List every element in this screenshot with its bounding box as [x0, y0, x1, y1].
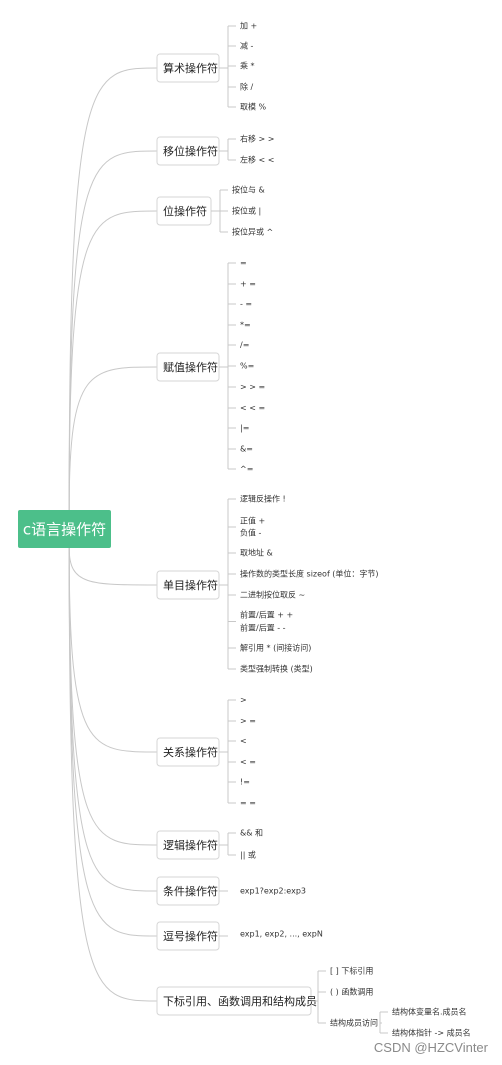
- leaf-label: exp1, exp2, ..., expN: [240, 930, 323, 939]
- leaf-label: > =: [240, 717, 256, 726]
- branch-label: 逗号操作符: [163, 929, 218, 943]
- branch-connector: [68, 67, 158, 511]
- leaf-label: && 和: [240, 829, 263, 838]
- sub-leaf-label: 结构体变量名.成员名: [392, 1007, 467, 1017]
- leaf-label: - =: [240, 300, 252, 309]
- leaf-label: 取地址 &: [240, 548, 273, 558]
- branch-connector: [68, 547, 158, 846]
- leaf-label: 右移 > >: [240, 134, 275, 144]
- branch-2: 位操作符 按位与 & 按位或 | 按位异或 ^: [68, 185, 273, 511]
- leaf-label-sub: 结构成员访问: [330, 1018, 378, 1028]
- branch-5: 关系操作符 > > = < < = != = =: [68, 547, 256, 808]
- leaf-label: [ ] 下标引用: [330, 966, 373, 976]
- leaf-label: 解引用 * (间接访问): [240, 643, 311, 653]
- root-label: c语言操作符: [23, 521, 106, 539]
- leaf-label: < < =: [240, 404, 265, 413]
- branch-connector: [68, 547, 158, 753]
- leaf-label: =: [240, 259, 247, 268]
- branch-connector: [68, 547, 158, 937]
- leaf-label: /=: [240, 341, 249, 350]
- branch-connector: [68, 210, 158, 511]
- leaf-label: + =: [240, 280, 256, 289]
- branch-1: 移位操作符 右移 > > 左移 < <: [68, 134, 275, 511]
- branch-label: 移位操作符: [163, 144, 218, 158]
- leaf-label: !=: [240, 778, 250, 787]
- leaf-label: ( ) 函数调用: [330, 987, 373, 997]
- branch-6: 逻辑操作符 && 和 || 或: [68, 547, 263, 860]
- leaf-label: 减 -: [240, 41, 254, 51]
- leaf-label: *=: [240, 321, 251, 330]
- branch-label: 算术操作符: [163, 61, 218, 75]
- leaf-label: >: [240, 696, 247, 705]
- branch-connector: [68, 547, 158, 1002]
- branch-0: 算术操作符 加 + 减 - 乘 * 除 / 取模 %: [68, 21, 267, 511]
- leaf-label: 操作数的类型长度 sizeof (单位：字节): [240, 569, 379, 579]
- branch-4: 单目操作符 逻辑反操作 ! 正值 + 负值 - 取地址 & 操作数的类型长度 sizeof…: [68, 494, 379, 674]
- leaf-label: |=: [240, 424, 249, 433]
- leaf-label: = =: [240, 799, 256, 808]
- leaf-label: 前置/后置 - -: [240, 623, 286, 633]
- sub-leaf-label: 结构体指针 -> 成员名: [392, 1028, 471, 1038]
- branch-label: 单目操作符: [163, 578, 218, 592]
- leaf-label: 加 +: [240, 21, 257, 31]
- leaf-label: %=: [240, 362, 254, 371]
- leaf-label: &=: [240, 445, 253, 454]
- branch-label: 逻辑操作符: [163, 838, 218, 852]
- leaf-label: 负值 -: [240, 528, 262, 538]
- leaf-label: > > =: [240, 383, 265, 392]
- leaf-label: 正值 +: [240, 516, 265, 526]
- branch-connector: [68, 366, 158, 511]
- leaf-label: <: [240, 737, 247, 746]
- leaf-label: || 或: [240, 850, 256, 860]
- leaf-label: 取模 %: [240, 102, 267, 112]
- branch-3: 赋值操作符 = + = - = *= /= %= > > = < < = |= &= ^=: [68, 259, 265, 511]
- leaf-label: 按位与 &: [232, 185, 265, 195]
- branch-label: 位操作符: [163, 204, 207, 218]
- branch-label: 下标引用、函数调用和结构成员: [163, 994, 317, 1008]
- leaf-label: 按位或 |: [232, 206, 261, 216]
- watermark: CSDN @HZCVinter: [373, 1040, 488, 1055]
- leaf-label: 左移 < <: [240, 155, 275, 165]
- branch-label: 赋值操作符: [163, 360, 218, 374]
- leaf-label: exp1?exp2:exp3: [240, 887, 306, 896]
- leaf-label: 类型强制转换 (类型): [240, 664, 313, 674]
- leaf-label: 除 /: [240, 82, 254, 92]
- leaf-label: 二进制按位取反 ~: [240, 590, 305, 600]
- leaf-label: 逻辑反操作 !: [240, 494, 286, 504]
- leaf-label: < =: [240, 758, 256, 767]
- branch-connector: [68, 547, 158, 586]
- branch-label: 条件操作符: [163, 884, 218, 898]
- branch-connector: [68, 150, 158, 511]
- leaf-label: 前置/后置 + +: [240, 610, 293, 620]
- leaf-label: 按位异或 ^: [232, 227, 273, 237]
- root-node: [18, 510, 111, 548]
- leaf-label: ^=: [240, 465, 253, 474]
- leaf-label: 乘 *: [240, 61, 255, 71]
- branch-label: 关系操作符: [163, 745, 218, 759]
